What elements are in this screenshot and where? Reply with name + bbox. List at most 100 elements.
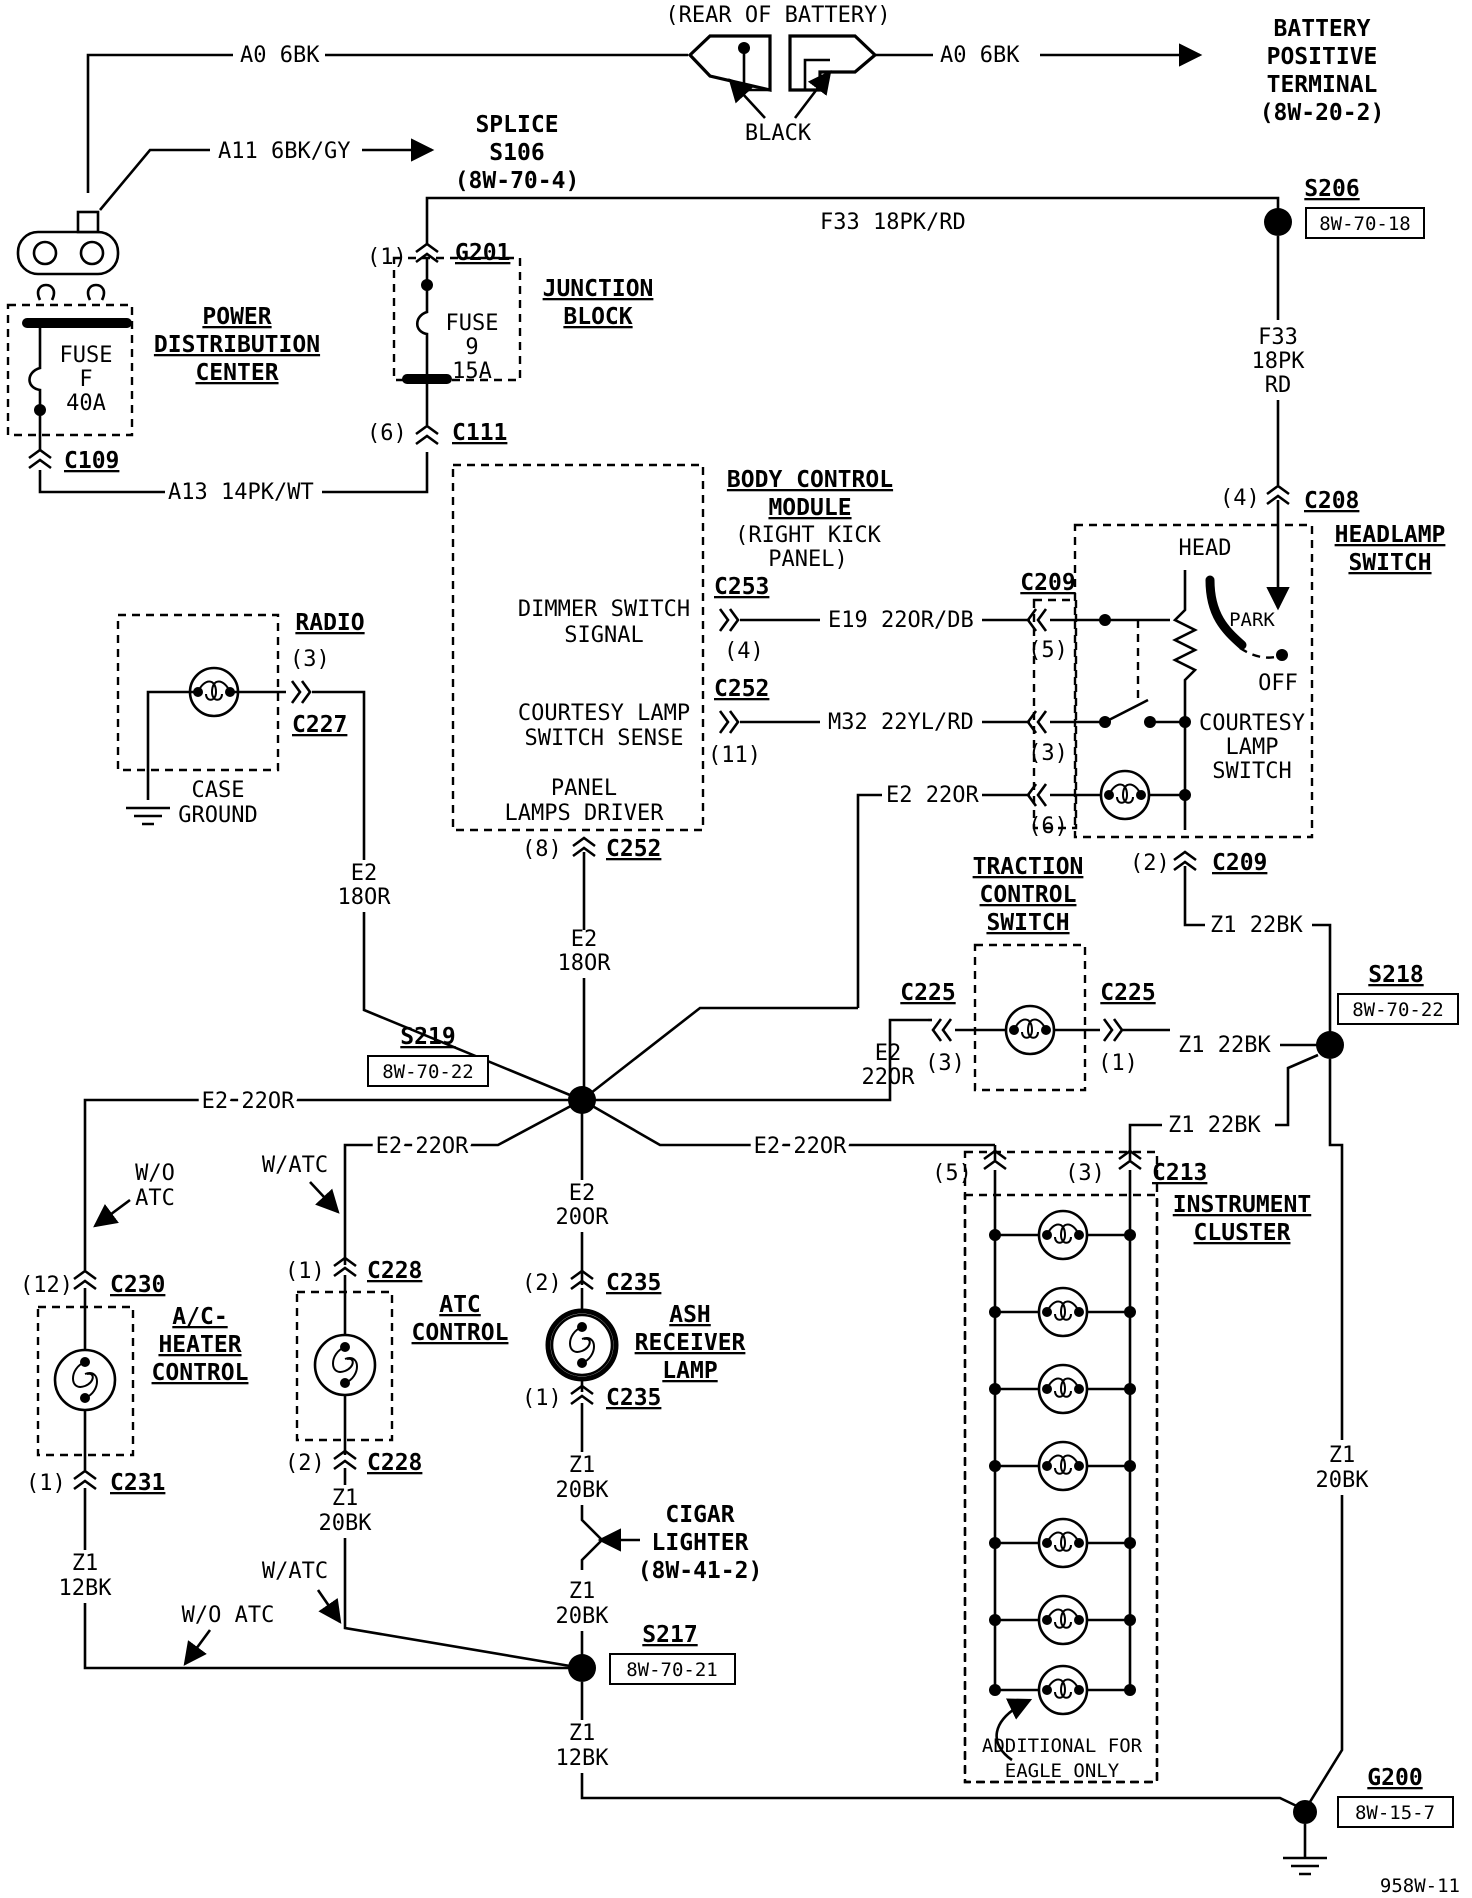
traction-c225-left: C225 bbox=[900, 980, 955, 1006]
wire-e2-atc: E2 22OR bbox=[376, 1134, 469, 1159]
z1-20bk-ash-line2: 20BK bbox=[556, 1478, 610, 1503]
bcm-location-line1: (RIGHT KICK bbox=[735, 523, 881, 548]
ac-title-line1: A/C- bbox=[172, 1304, 227, 1330]
battery-terminal-line3: TERMINAL bbox=[1267, 72, 1378, 98]
z1-20bk-right-line1: Z1 bbox=[1329, 1443, 1356, 1468]
wire-a13-label: A13 14PK/WT bbox=[168, 480, 314, 505]
s206-label: S206 bbox=[1304, 176, 1359, 202]
z1-20bk-cigar-line2: 20BK bbox=[556, 1604, 610, 1629]
a11-wire-group: A11 6BK/GY bbox=[99, 138, 435, 211]
cluster-bulb-4 bbox=[989, 1440, 1136, 1492]
traction-pin-left: (3) bbox=[925, 1051, 965, 1076]
instrument-cluster: (5) (3) C213 INSTRUMENT CLUSTER ADDITION… bbox=[932, 1145, 1311, 1784]
cluster-c213: C213 bbox=[1152, 1160, 1207, 1186]
g201-connector: G201 bbox=[455, 240, 510, 266]
body-control-module: BODY CONTROL MODULE (RIGHT KICK PANEL) D… bbox=[451, 463, 893, 862]
pdc-title-line1: POWER bbox=[202, 304, 271, 330]
f33-vertical-line3: RD bbox=[1265, 373, 1292, 398]
s206-splice: S206 8W-70-18 F33 18PK RD bbox=[1252, 176, 1425, 485]
c209-pin3: (3) bbox=[1028, 741, 1068, 766]
atc-c228-top: C228 bbox=[367, 1258, 422, 1284]
ash-pin-bottom: (1) bbox=[522, 1386, 562, 1411]
cluster-bulb-7 bbox=[989, 1664, 1136, 1716]
bcm-e2-wire: E2 18OR bbox=[558, 852, 858, 1102]
jb-fuse-line3: 15A bbox=[452, 359, 492, 384]
bcm-dimmer-line2: SIGNAL bbox=[564, 623, 643, 648]
s217-ref: 8W-70-21 bbox=[626, 1659, 718, 1681]
battery-connection-group: (REAR OF BATTERY) A0 6BK A0 6BK BLACK BA… bbox=[86, 3, 1384, 193]
pdc-fuse-line1: FUSE bbox=[60, 343, 113, 368]
atc-control: W/ATC (1) C228 (2) C228 ATC CONTROL Z1 2… bbox=[262, 1153, 583, 1670]
g200-ref: 8W-15-7 bbox=[1355, 1802, 1435, 1824]
traction-title-line3: SWITCH bbox=[986, 910, 1069, 936]
wire-z1-22bk-cluster: Z1 22BK bbox=[1168, 1113, 1261, 1138]
z1-12bk-left-line2: 12BK bbox=[59, 1576, 113, 1601]
cigar-lighter: CIGAR LIGHTER (8W-41-2) Z1 20BK bbox=[556, 1502, 763, 1668]
pdc-title-line2: DISTRIBUTION bbox=[154, 332, 320, 358]
atc-pin-bottom: (2) bbox=[285, 1451, 325, 1476]
c209-pin2: (2) bbox=[1130, 851, 1170, 876]
headlamp-head-label: HEAD bbox=[1179, 536, 1232, 561]
ac-title-line2: HEATER bbox=[158, 1332, 241, 1358]
cluster-bulb-3 bbox=[989, 1363, 1136, 1415]
ac-c231: C231 bbox=[110, 1470, 165, 1496]
battery-connector-left bbox=[687, 34, 772, 93]
courtesy-switch-line3: SWITCH bbox=[1212, 759, 1291, 784]
bcm-panel-pin: (8) bbox=[522, 837, 562, 862]
wire-a11-label: A11 6BK/GY bbox=[218, 139, 350, 164]
bcm-courtesy-line2: SWITCH SENSE bbox=[525, 726, 684, 751]
pdc-fuse-line3: 40A bbox=[66, 391, 106, 416]
splice-label-line1: SPLICE bbox=[475, 112, 558, 138]
cluster-title-line1: INSTRUMENT bbox=[1173, 1192, 1311, 1218]
f33-vertical-line2: 18PK bbox=[1252, 349, 1306, 374]
s206-ref: 8W-70-18 bbox=[1319, 213, 1411, 235]
bcm-e2-line1: E2 bbox=[571, 927, 598, 952]
wire-z1-22bk-traction: Z1 22BK bbox=[1178, 1033, 1271, 1058]
bcm-c252-pin: (11) bbox=[708, 743, 761, 768]
headlamp-park-label: PARK bbox=[1229, 609, 1275, 631]
radio-c227: C227 bbox=[292, 712, 347, 738]
wire-a0-right-label: A0 6BK bbox=[940, 43, 1020, 68]
battery-terminal-line1: BATTERY bbox=[1274, 16, 1371, 42]
traction-control-switch: TRACTION CONTROL SWITCH C225 (3) C225 (1… bbox=[862, 854, 1330, 1092]
cluster-bulbs bbox=[989, 1209, 1136, 1716]
battery-connector-right bbox=[788, 34, 878, 92]
s218-label: S218 bbox=[1368, 962, 1423, 988]
wire-e2-cluster: E2 22OR bbox=[754, 1134, 847, 1159]
radio: RADIO CASE GROUND (3) C227 E2 18OR bbox=[116, 610, 583, 1102]
jb-title-line2: BLOCK bbox=[563, 304, 632, 330]
radio-e2-line1: E2 bbox=[351, 861, 378, 886]
traction-title-line2: CONTROL bbox=[980, 882, 1077, 908]
bcm-panel-connector: C252 bbox=[606, 836, 661, 862]
s219-ref: 8W-70-22 bbox=[382, 1061, 474, 1083]
junction-block: (1) G201 FUSE 9 15A (6) C111 JUNCTION BL… bbox=[367, 240, 653, 446]
black-label: BLACK bbox=[745, 121, 812, 146]
ac-c230: C230 bbox=[110, 1272, 165, 1298]
g200-ground: G200 8W-15-7 bbox=[1281, 1765, 1454, 1876]
cigar-title-line3: (8W-41-2) bbox=[638, 1558, 763, 1584]
c209-top-connector: C209 bbox=[1020, 570, 1075, 596]
e2-20or-line1: E2 bbox=[569, 1181, 596, 1206]
cluster-bulb-2 bbox=[989, 1286, 1136, 1338]
ash-c235-top: C235 bbox=[606, 1270, 661, 1296]
ac-heater-control: W/O ATC (12) C230 (1) C231 A/C- HEATER C… bbox=[20, 1161, 582, 1670]
cigar-title-line1: CIGAR bbox=[665, 1502, 734, 1528]
atc-c228-bottom: C228 bbox=[367, 1450, 422, 1476]
battery-terminal-line2: POSITIVE bbox=[1267, 44, 1378, 70]
z1-12bk-ground-line2: 12BK bbox=[556, 1746, 610, 1771]
cigar-title-line2: LIGHTER bbox=[652, 1530, 749, 1556]
atc-title-line1: ATC bbox=[439, 1292, 481, 1318]
ash-title-line3: LAMP bbox=[662, 1358, 717, 1384]
wire-m32-label: M32 22YL/RD bbox=[828, 710, 974, 735]
radio-title: RADIO bbox=[295, 610, 364, 636]
rear-of-battery-label: (REAR OF BATTERY) bbox=[665, 3, 890, 28]
headlamp-switch: HEADLAMP SWITCH (4) C208 HEAD PARK OFF C… bbox=[1020, 484, 1445, 1045]
cluster-bulb-1 bbox=[989, 1209, 1136, 1261]
z1-20bk-ash-line1: Z1 bbox=[569, 1453, 596, 1478]
e2-20or-line2: 20OR bbox=[556, 1205, 610, 1230]
bcm-c253-pin: (4) bbox=[724, 639, 764, 664]
atc-title-line2: CONTROL bbox=[412, 1320, 509, 1346]
power-distribution-center: FUSE F 40A C109 POWER DISTRIBUTION CENTE… bbox=[6, 210, 429, 505]
bcm-c253-connector: C253 bbox=[714, 574, 769, 600]
